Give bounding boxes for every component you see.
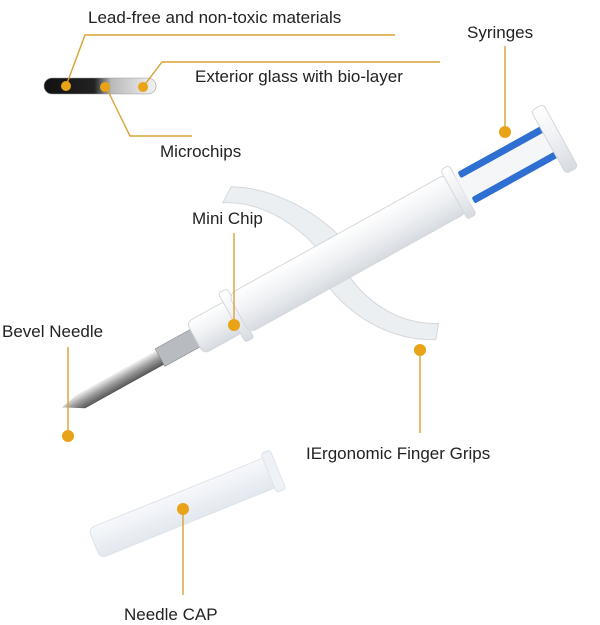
dot-mini-chip xyxy=(228,319,240,331)
label-needle-cap: Needle CAP xyxy=(124,605,218,624)
marker-dots xyxy=(61,81,511,515)
dot-lead-free xyxy=(61,81,71,91)
dot-needle-cap xyxy=(177,503,189,515)
label-lead-free: Lead-free and non-toxic materials xyxy=(88,8,342,27)
label-bevel-needle: Bevel Needle xyxy=(2,322,104,341)
dot-microchips xyxy=(100,82,110,92)
label-finger-grips: IErgonomic Finger Grips xyxy=(306,444,491,463)
microchip-capsule xyxy=(43,77,157,95)
syringe xyxy=(61,104,578,409)
label-microchips: Microchips xyxy=(160,142,242,161)
label-exterior-glass: Exterior glass with bio-layer xyxy=(195,67,403,86)
dot-exterior-glass xyxy=(138,82,148,92)
dot-bevel-needle xyxy=(62,430,74,442)
label-mini-chip: Mini Chip xyxy=(192,209,263,228)
label-syringes: Syringes xyxy=(467,23,534,42)
dot-syringes xyxy=(499,126,511,138)
dot-finger-grips xyxy=(414,344,426,356)
leader-lines xyxy=(65,34,506,595)
